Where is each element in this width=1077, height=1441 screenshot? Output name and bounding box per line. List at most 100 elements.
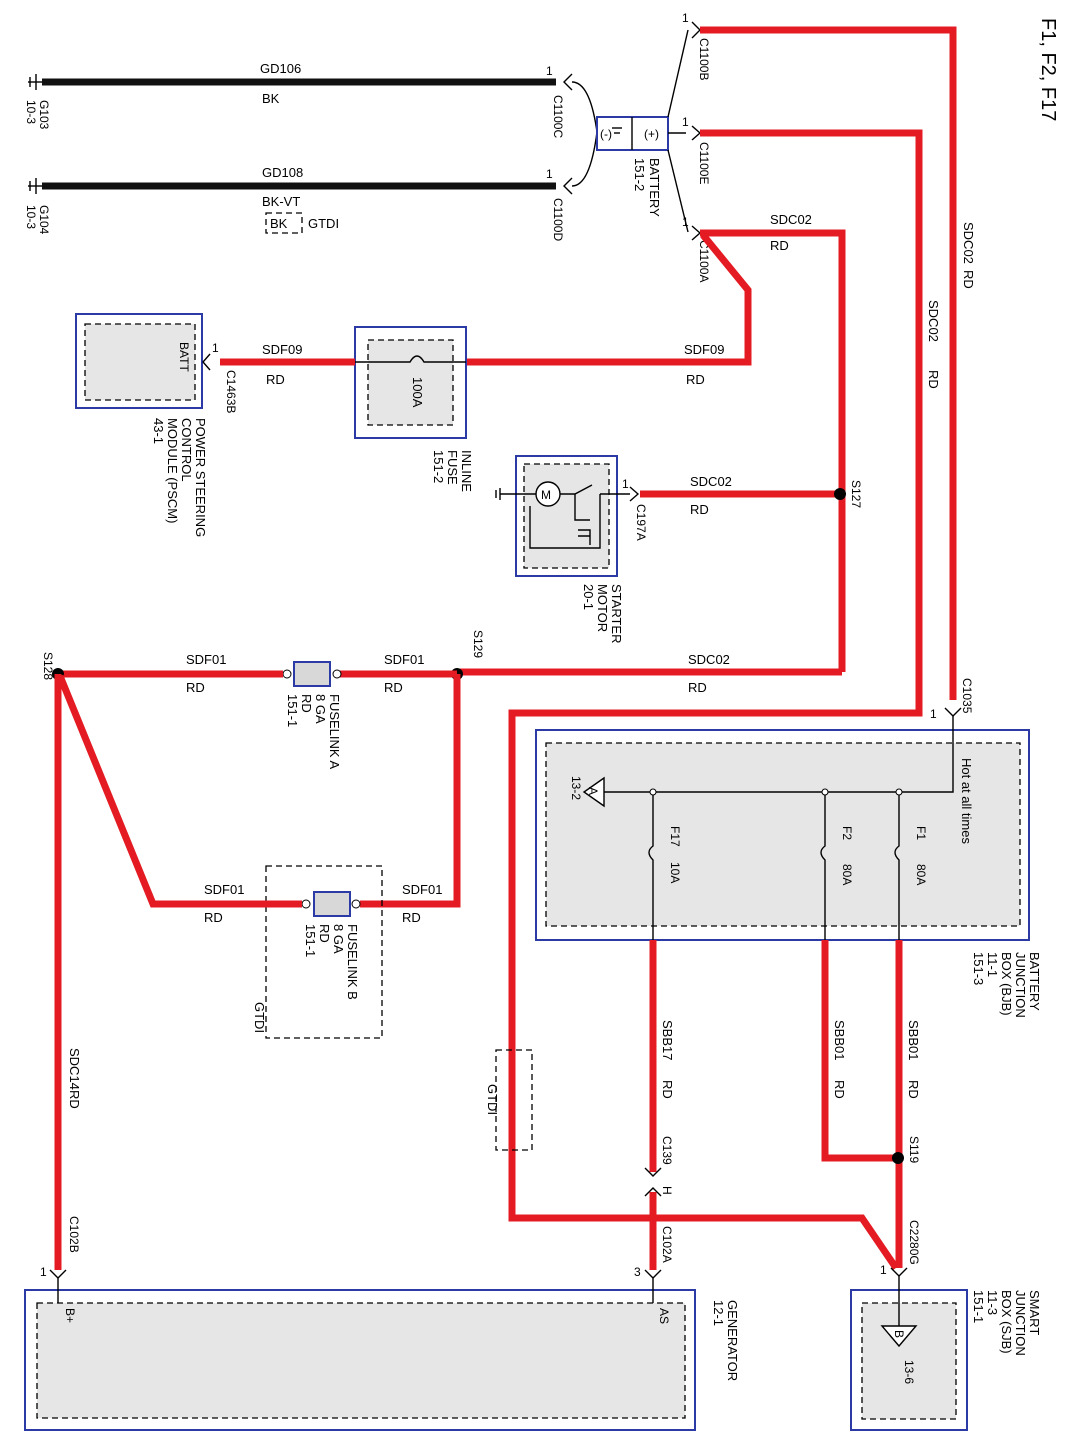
svg-text:RD: RD	[686, 372, 705, 387]
gtdi-variant-label: GTDI	[308, 216, 339, 231]
battery-name: BATTERY	[647, 158, 662, 217]
connector-c1100d: C1100D	[551, 198, 565, 241]
svg-text:RD: RD	[299, 694, 314, 713]
connector-c102a: C102A	[660, 1226, 674, 1263]
svg-text:RD: RD	[832, 1080, 847, 1099]
pscm-batt-pin: BATT	[177, 342, 191, 372]
svg-text:SBB01: SBB01	[832, 1020, 847, 1060]
wire-sdc02-to-sjb	[508, 129, 923, 1270]
svg-text:RD: RD	[317, 924, 332, 943]
bjb-busbar	[604, 716, 954, 793]
svg-text:RD: RD	[660, 1080, 675, 1099]
wire-sdf09-to-inline-fuse	[466, 232, 752, 366]
svg-text:INLINE: INLINE	[459, 450, 474, 492]
svg-text:SBB01: SBB01	[906, 1020, 921, 1060]
svg-text:1: 1	[40, 1265, 47, 1279]
svg-text:CONTROL: CONTROL	[179, 418, 194, 482]
svg-text:SDC02: SDC02	[961, 222, 976, 264]
wire-gd106-label: GD106	[260, 61, 301, 76]
connector-arrow	[563, 73, 573, 91]
svg-text:3: 3	[634, 1265, 641, 1279]
wire-gd108-alt-color: BK	[270, 216, 288, 231]
svg-text:SDC02: SDC02	[688, 652, 730, 667]
svg-text:FUSE: FUSE	[445, 450, 460, 485]
ground-a-icon	[582, 776, 605, 808]
ground-g103-ref: 10-3	[24, 100, 38, 124]
svg-text:BOX (BJB): BOX (BJB)	[999, 952, 1014, 1016]
svg-text:STARTER: STARTER	[609, 584, 624, 643]
svg-text:RD: RD	[384, 680, 403, 695]
svg-text:RD: RD	[688, 680, 707, 695]
svg-text:GENERATOR: GENERATOR	[725, 1300, 740, 1381]
svg-text:MOTOR: MOTOR	[595, 584, 610, 632]
generator-bplus: B+	[63, 1308, 77, 1323]
svg-text:11-1: 11-1	[985, 952, 1000, 977]
wire-sdc02-to-c1035	[700, 26, 957, 700]
connector-c102b: C102B	[67, 1216, 81, 1253]
generator-as: AS	[657, 1308, 671, 1324]
svg-text:8 GA: 8 GA	[331, 924, 346, 954]
connector-c1100b: C1100B	[697, 38, 711, 80]
svg-text:13-2: 13-2	[569, 776, 583, 800]
svg-text:B: B	[892, 1330, 906, 1338]
svg-text:RD: RD	[926, 370, 941, 389]
fuse-f1: F1	[914, 826, 928, 840]
fuselink-a	[293, 661, 331, 687]
connector-c2280g: C2280G	[907, 1220, 921, 1265]
svg-text:RD: RD	[204, 910, 223, 925]
svg-text:151-1: 151-1	[303, 924, 318, 957]
svg-text:SDF09: SDF09	[262, 342, 302, 357]
wire-sdc02-to-s127	[700, 229, 846, 672]
wire-gd106-color: BK	[262, 91, 280, 106]
connector-arrow	[563, 177, 573, 195]
svg-text:RD: RD	[961, 270, 976, 289]
fuse-icon	[355, 355, 466, 363]
battery-plus: (+)	[644, 127, 659, 141]
fuse-f17: F17	[668, 826, 682, 847]
connector-c1100c: C1100C	[551, 95, 565, 138]
fuse-f17-rating: 10A	[668, 862, 682, 883]
splice-s128-label: S128	[41, 652, 55, 680]
splice-s119	[892, 1152, 904, 1164]
fuselink-b	[313, 891, 351, 917]
svg-text:RD: RD	[906, 1080, 921, 1099]
ground-g104-ref: 10-3	[24, 205, 38, 229]
svg-text:1: 1	[930, 707, 937, 721]
wire-sbb01-f2	[821, 940, 899, 1162]
svg-text:SDC14: SDC14	[67, 1048, 82, 1090]
svg-text:SDF01: SDF01	[384, 652, 424, 667]
svg-text:BATTERY: BATTERY	[1027, 952, 1042, 1011]
svg-text:151-3: 151-3	[971, 952, 986, 985]
svg-text:11-3: 11-3	[985, 1290, 1000, 1315]
svg-text:RD: RD	[770, 238, 789, 253]
ground-g103: G103	[37, 100, 51, 130]
connector-c1100e: C1100E	[697, 142, 711, 184]
connector-c1100a: C1100A	[697, 240, 711, 282]
fuse-f17-icon	[648, 795, 654, 940]
svg-text:SDF01: SDF01	[402, 882, 442, 897]
svg-text:151-1: 151-1	[971, 1290, 986, 1323]
page-title: F1, F2, F17	[1037, 18, 1059, 121]
connector-c197a: C197A	[634, 504, 648, 541]
svg-text:MODULE (PSCM): MODULE (PSCM)	[165, 418, 180, 523]
connector-c139-pin: H	[660, 1186, 674, 1195]
fuse-f1-icon	[894, 795, 900, 940]
svg-text:RD: RD	[67, 1090, 82, 1109]
connector-c1463b: C1463B	[224, 370, 238, 413]
wire-gd108-label: GD108	[262, 165, 303, 180]
svg-text:FUSELINK A: FUSELINK A	[327, 694, 342, 769]
svg-text:RD: RD	[266, 372, 285, 387]
svg-text:1: 1	[682, 215, 689, 229]
svg-text:1: 1	[546, 64, 553, 78]
svg-text:BOX (SJB): BOX (SJB)	[999, 1290, 1014, 1354]
splice-s129-label: S129	[471, 630, 485, 658]
svg-text:RD: RD	[186, 680, 205, 695]
splice-s127-label: S127	[849, 480, 863, 508]
svg-text:1: 1	[622, 477, 629, 491]
battery-minus: (-)	[600, 127, 612, 141]
svg-text:151-2: 151-2	[431, 450, 446, 483]
svg-text:RD: RD	[402, 910, 421, 925]
svg-text:8 GA: 8 GA	[313, 694, 328, 724]
svg-text:12-1: 12-1	[711, 1300, 726, 1326]
